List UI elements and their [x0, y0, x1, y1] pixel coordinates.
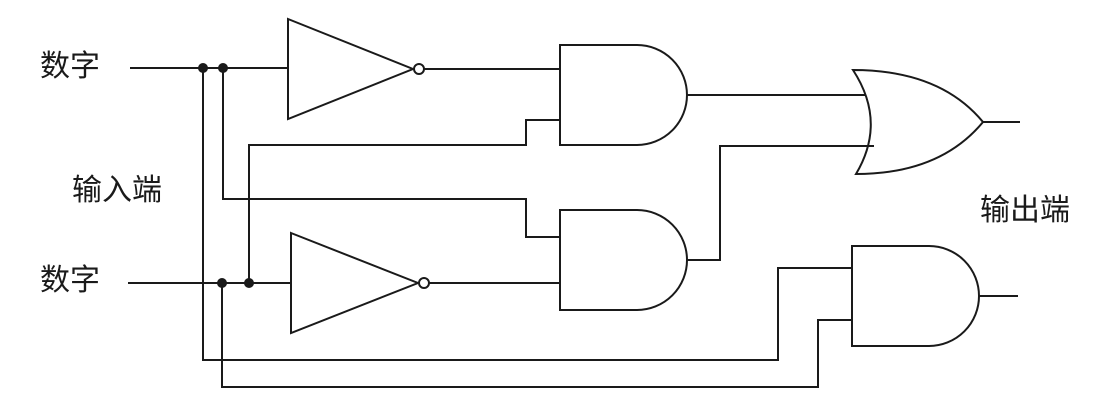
and-gate-3-input-a-wire	[202, 68, 852, 361]
and-gate-3-input-b-wire	[221, 283, 852, 388]
not-gate-bottom-bubble	[418, 277, 430, 289]
and-gate-2-input-a-wire	[222, 68, 560, 238]
or-gate	[851, 68, 985, 176]
input-bottom-label: 数字	[40, 263, 100, 298]
not-gate-top-bubble	[413, 63, 425, 75]
not-gate-bottom	[290, 231, 421, 335]
input-group-label: 输入端	[72, 173, 162, 208]
output-group-label: 输出端	[980, 193, 1070, 228]
and-gate-1-input-b-wire	[248, 119, 560, 283]
input-top-label: 数字	[40, 49, 100, 84]
not-gate-top	[287, 17, 416, 121]
and-gate-3	[851, 245, 980, 347]
and-gate-2	[559, 209, 688, 311]
and-2-to-or-wire	[687, 145, 874, 261]
and-gate-1	[559, 44, 688, 146]
